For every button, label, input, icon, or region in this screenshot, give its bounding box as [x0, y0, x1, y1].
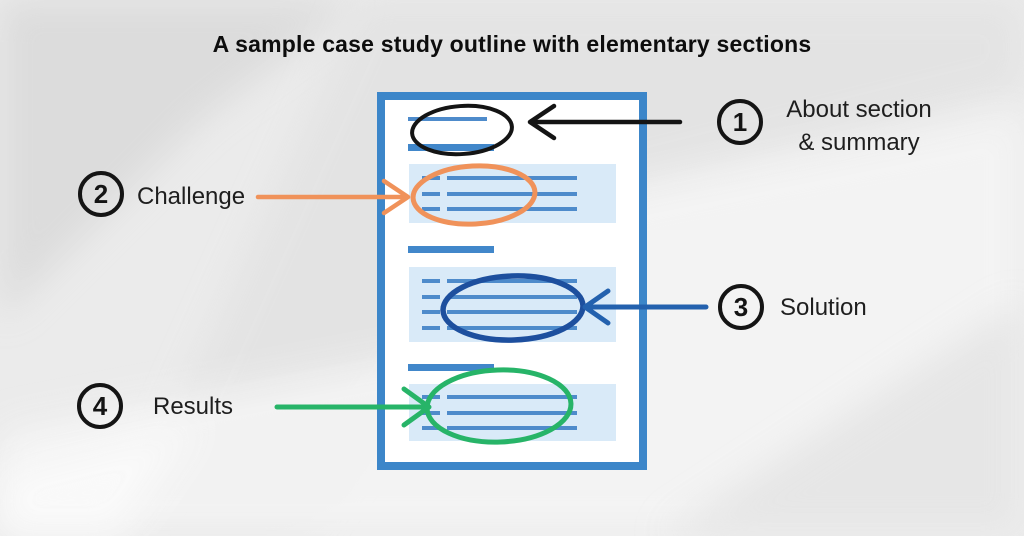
step-number: 2	[93, 178, 109, 209]
step-4-badge: 4	[77, 383, 123, 429]
doc-bullet-dash	[422, 425, 440, 430]
solution-section-heading-bar	[408, 246, 494, 253]
challenge-label: Challenge	[137, 183, 246, 210]
doc-text-row	[409, 410, 616, 415]
step-1-badge: 1	[717, 99, 763, 145]
challenge-section-body	[409, 164, 616, 223]
doc-text-line	[447, 410, 577, 415]
doc-text-line	[447, 326, 577, 331]
doc-text-row	[409, 191, 616, 196]
doc-text-line	[447, 278, 577, 283]
results-section-heading-bar	[408, 364, 494, 371]
doc-text-row	[409, 310, 616, 315]
doc-bullet-dash	[422, 191, 440, 196]
doc-text-line	[447, 395, 577, 400]
doc-bullet-dash	[422, 310, 440, 315]
doc-text-row	[409, 278, 616, 283]
step-number: 3	[733, 291, 749, 322]
doc-text-row	[409, 326, 616, 331]
doc-bullet-dash	[422, 278, 440, 283]
doc-text-row	[409, 175, 616, 180]
step-2-badge: 2	[78, 171, 124, 217]
doc-bullet-dash	[422, 207, 440, 212]
doc-bullet-dash	[422, 294, 440, 299]
results-label: Results	[153, 393, 234, 420]
about-section-label: About section & summary	[786, 96, 932, 156]
doc-text-row	[409, 294, 616, 299]
doc-text-row	[409, 395, 616, 400]
doc-text-line	[447, 207, 577, 212]
step-number: 1	[732, 106, 748, 137]
step-3-badge: 3	[718, 284, 764, 330]
doc-bullet-dash	[422, 410, 440, 415]
doc-text-row	[409, 425, 616, 430]
doc-bullet-dash	[422, 326, 440, 331]
solution-section-body	[409, 267, 616, 342]
doc-text-line	[447, 191, 577, 196]
results-section-body	[409, 384, 616, 441]
page-title: A sample case study outline with element…	[212, 31, 812, 57]
doc-title-line	[408, 117, 487, 121]
case-study-document	[377, 92, 647, 470]
doc-text-line	[447, 294, 577, 299]
doc-text-line	[447, 310, 577, 315]
doc-text-line	[447, 175, 577, 180]
doc-text-line	[447, 425, 577, 430]
about-section-heading-bar	[408, 144, 494, 151]
doc-bullet-dash	[422, 395, 440, 400]
doc-bullet-dash	[422, 175, 440, 180]
doc-text-row	[409, 207, 616, 212]
solution-label: Solution	[780, 294, 867, 321]
step-number: 4	[92, 390, 108, 421]
